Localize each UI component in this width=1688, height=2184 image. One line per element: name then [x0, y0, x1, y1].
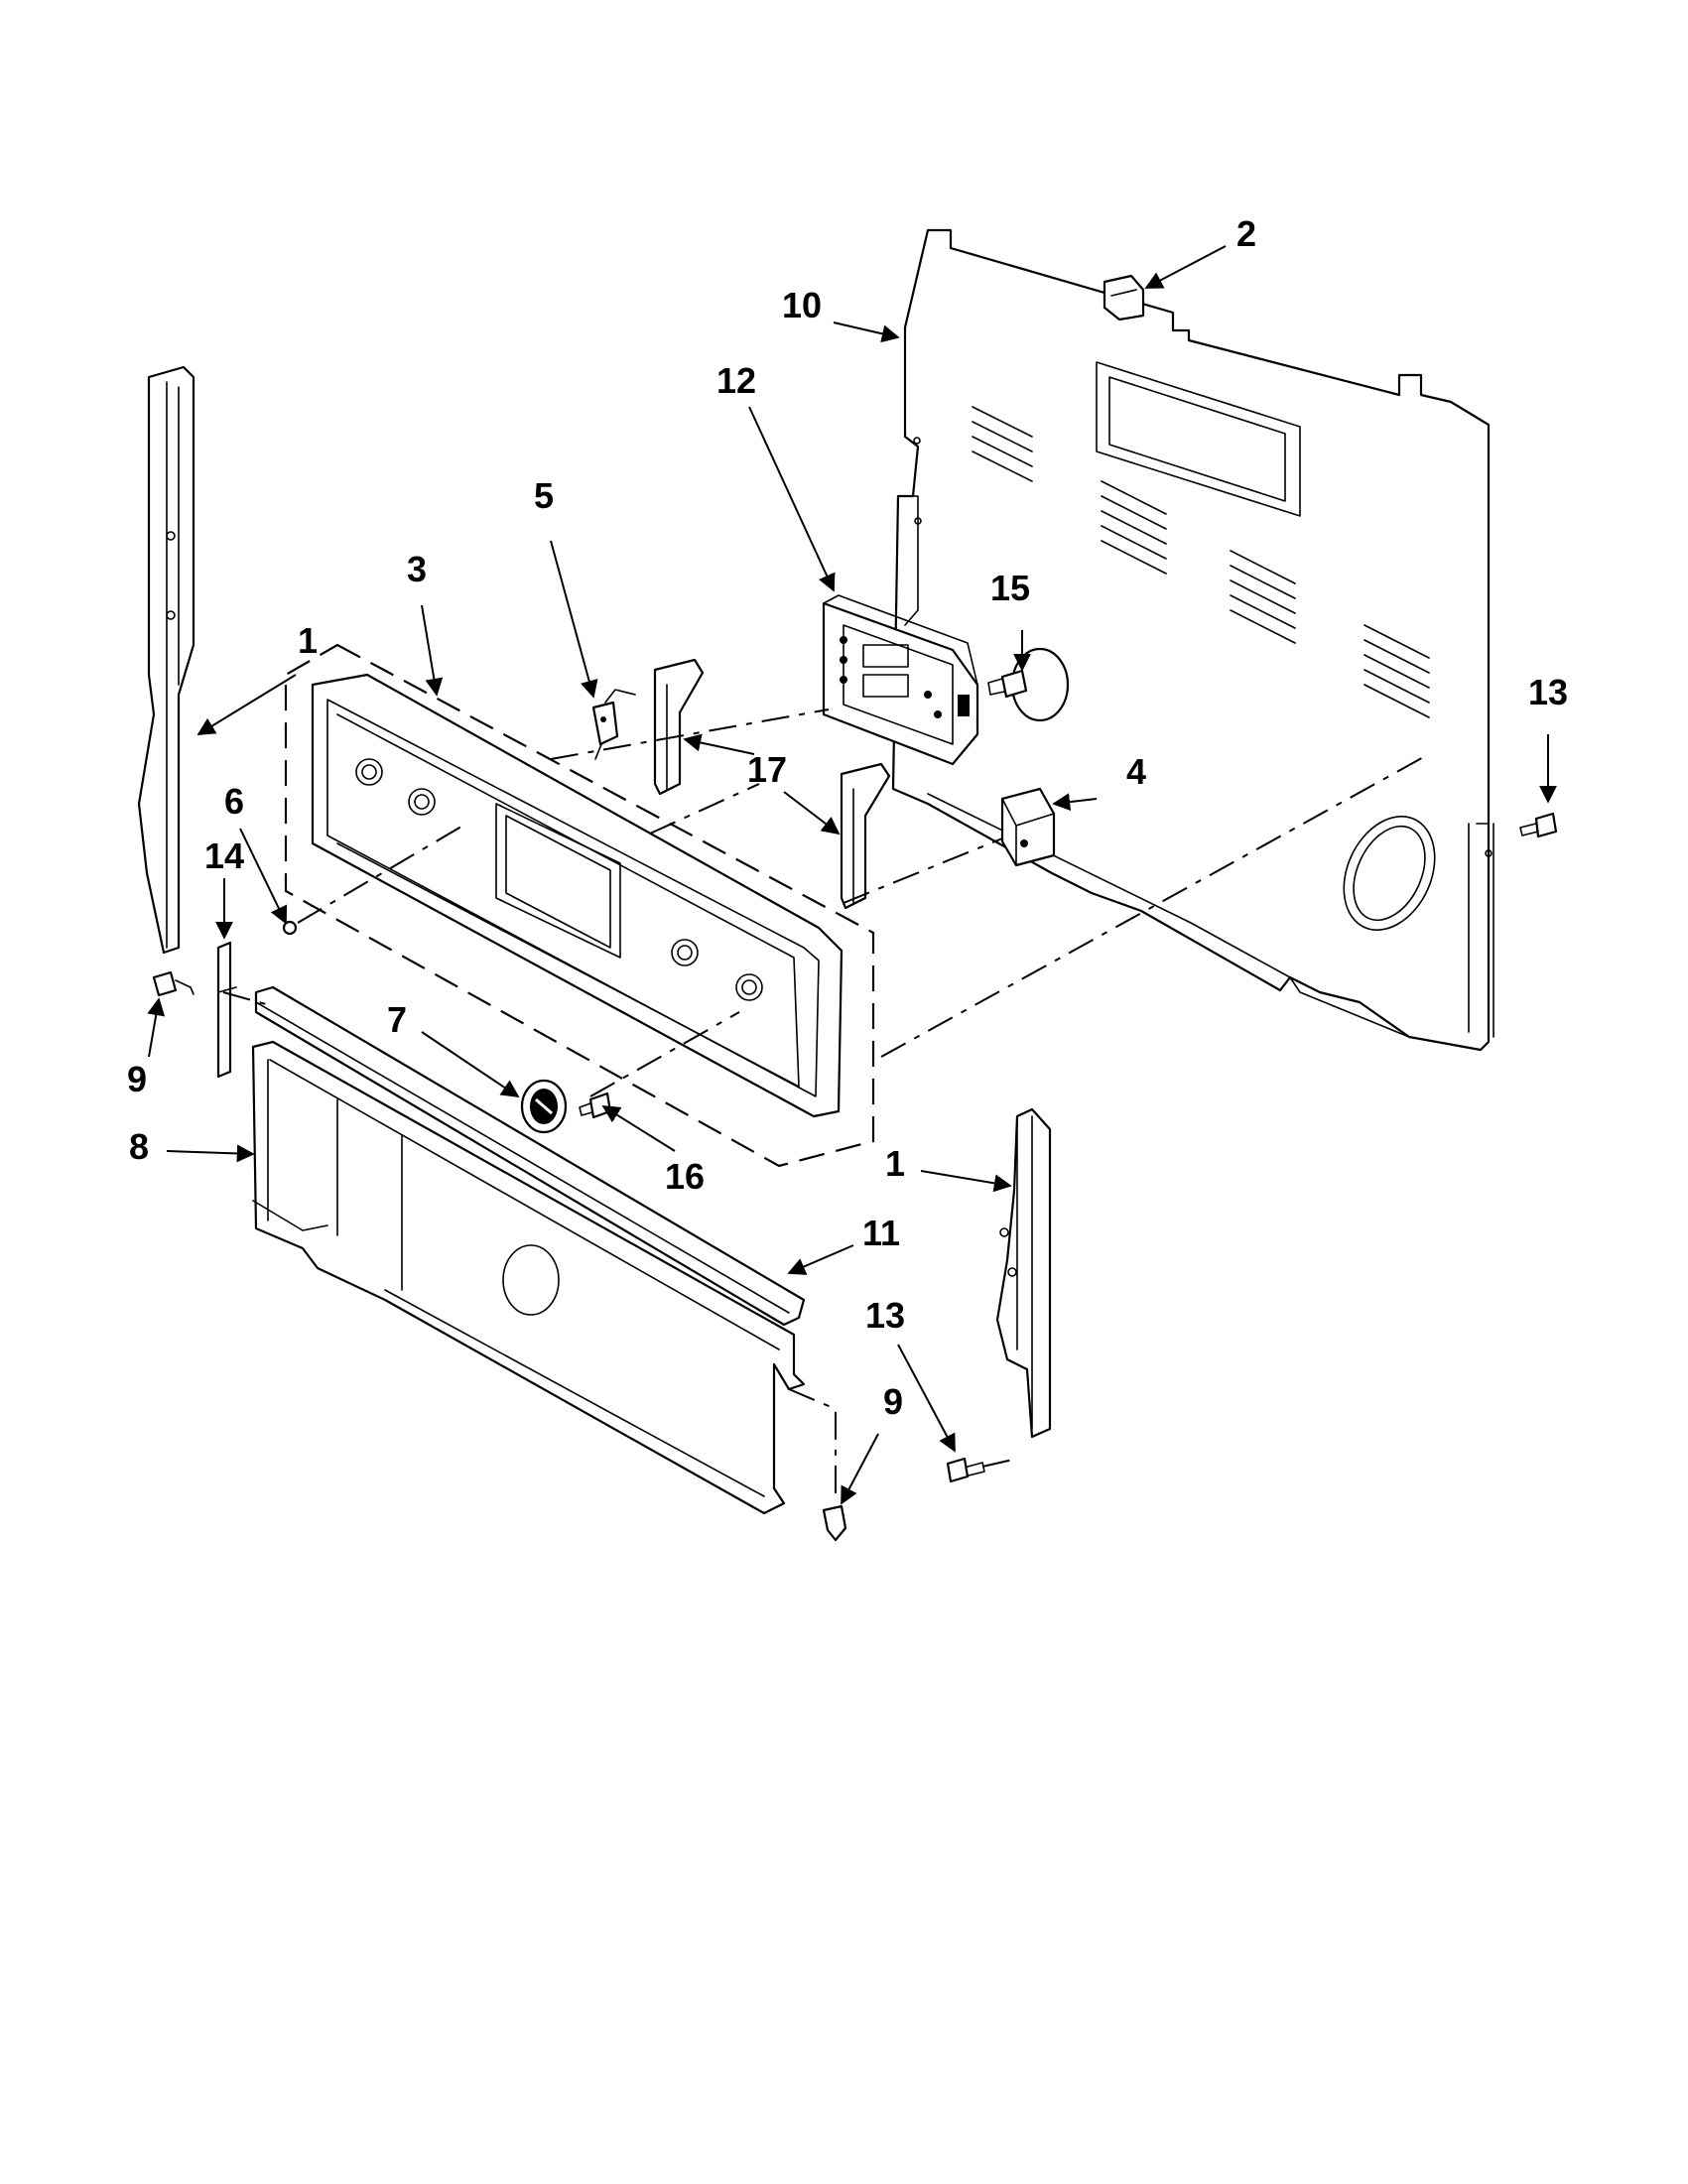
part-9-screw-bottom	[822, 1504, 847, 1542]
callout-3: 3	[407, 549, 427, 589]
part-2-clip	[1103, 274, 1145, 321]
part-1-end-cap-left	[137, 365, 195, 955]
callout-1-right: 1	[885, 1143, 905, 1184]
part-17-bracket-lower	[840, 762, 891, 910]
callout-17: 17	[747, 749, 787, 790]
callout-5: 5	[534, 475, 554, 516]
alignment-lines	[222, 708, 1430, 1498]
callout-1-left: 1	[298, 620, 318, 661]
part-11-rail	[254, 985, 806, 1327]
callout-12: 12	[716, 360, 756, 401]
part-8-manifold-panel	[251, 1040, 806, 1515]
part-5-wire-harness	[591, 689, 636, 760]
part-16-screw	[579, 1092, 612, 1119]
callout-14: 14	[204, 835, 244, 876]
part-3-console-panel	[284, 643, 875, 1168]
part-13-screw-right	[1519, 812, 1558, 838]
part-14-clip	[216, 941, 237, 1079]
leader-lines	[147, 245, 1557, 1505]
callout-9-bottom: 9	[883, 1381, 903, 1422]
callout-13-bottom: 13	[865, 1295, 905, 1336]
callout-15: 15	[990, 568, 1030, 608]
part-1-end-cap-right	[995, 1107, 1052, 1439]
callout-6: 6	[224, 781, 244, 822]
part-17-bracket-upper	[653, 658, 705, 796]
part-6-screw	[282, 920, 298, 936]
callout-4: 4	[1126, 751, 1146, 792]
callout-labels: 2 10 12 5 3 15 1 13 17 4 6 14 7 9 8 1 16…	[127, 213, 1568, 1422]
part-13-screw-bottom	[946, 1457, 985, 1483]
part-9-screw-left	[152, 970, 195, 997]
rear-back-panel	[891, 228, 1494, 1052]
callout-16: 16	[665, 1156, 705, 1197]
callout-11: 11	[862, 1213, 900, 1253]
callout-8: 8	[129, 1126, 149, 1167]
callout-10: 10	[782, 285, 822, 325]
callout-7: 7	[387, 999, 407, 1040]
oval-cutout	[1343, 815, 1436, 932]
callout-9-left: 9	[127, 1059, 147, 1099]
part-12-electronic-control	[822, 594, 979, 766]
part-7-knob	[520, 1079, 568, 1134]
callout-2: 2	[1236, 213, 1256, 254]
part-4-terminal-block	[1000, 787, 1056, 867]
callout-13-right: 13	[1528, 672, 1568, 712]
vent-slots	[972, 406, 1430, 718]
